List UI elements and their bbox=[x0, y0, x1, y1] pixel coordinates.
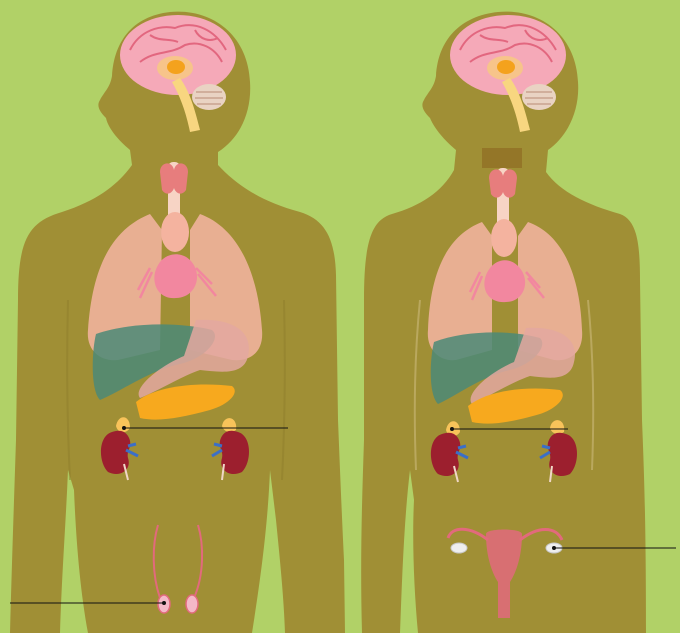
pointer-dot-adrenal-male bbox=[122, 426, 126, 430]
cerebellum bbox=[522, 84, 556, 110]
female-ovary-left bbox=[451, 543, 467, 553]
male-thymus bbox=[161, 212, 189, 252]
male-testis-right bbox=[186, 595, 198, 613]
cerebellum bbox=[192, 84, 226, 110]
pointer-dot-ovary-female bbox=[552, 546, 556, 550]
pointer-dot-adrenal-female bbox=[450, 427, 454, 431]
pituitary-gland bbox=[497, 60, 515, 74]
pointer-dot-testis-male bbox=[162, 601, 166, 605]
female-thymus bbox=[491, 219, 517, 257]
female-neck-patch bbox=[482, 148, 522, 168]
pituitary-gland bbox=[167, 60, 185, 74]
